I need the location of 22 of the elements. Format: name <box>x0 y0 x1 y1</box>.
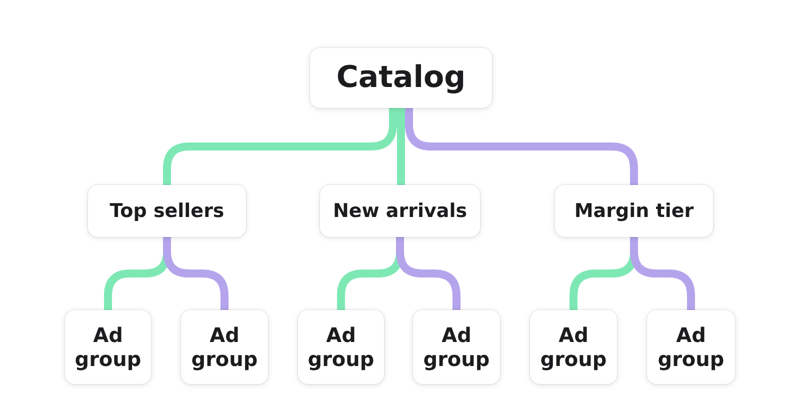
node-label: Ad group <box>190 323 259 371</box>
node-card <box>647 310 735 384</box>
node-card <box>320 185 480 237</box>
node-label: Ad group <box>422 323 491 371</box>
node-card <box>88 185 246 237</box>
node-label: Ad group <box>656 323 726 371</box>
node-card <box>555 185 713 237</box>
connector-line <box>397 108 405 185</box>
node-label: Top sellers <box>110 200 224 222</box>
node-card <box>413 310 500 384</box>
node-label: Ad group <box>539 323 608 371</box>
node-label: Catalog <box>336 60 466 96</box>
node-card <box>65 310 151 384</box>
node-label: Margin tier <box>574 200 694 222</box>
connector-line <box>405 108 638 185</box>
node-card <box>310 48 492 108</box>
node-card <box>530 310 617 384</box>
node-label: New arrivals <box>332 200 468 222</box>
node-label: Ad group <box>306 323 376 371</box>
node-card <box>298 310 384 384</box>
node-label: Ad group <box>74 323 142 371</box>
node-card <box>181 310 268 384</box>
